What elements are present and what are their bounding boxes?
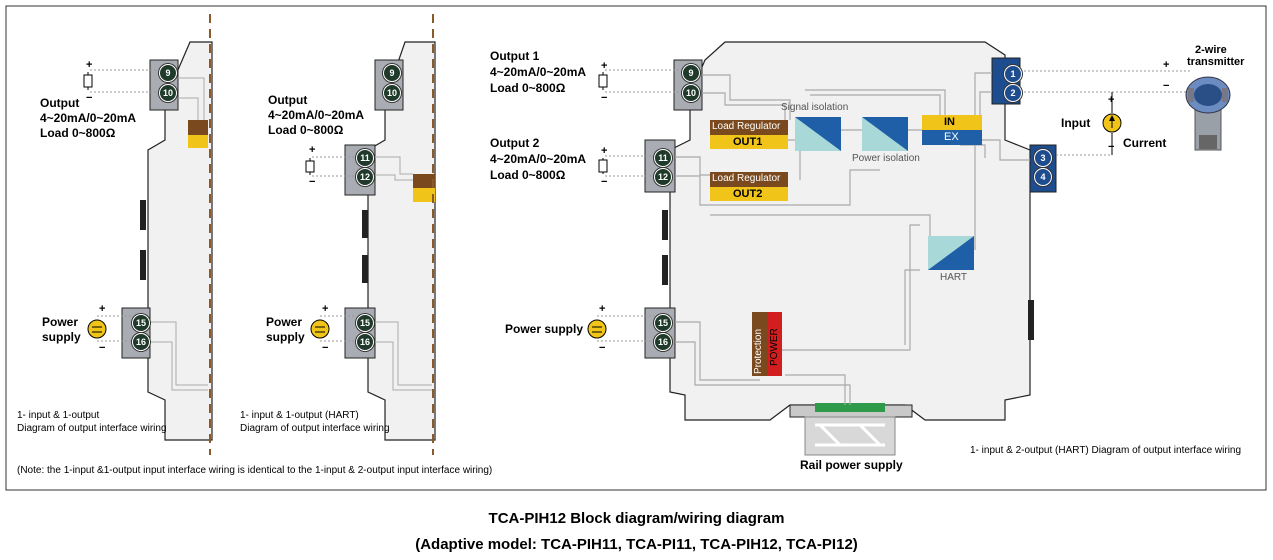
terminal-main-left-9: 9 (682, 64, 700, 82)
panel2-module (344, 41, 436, 441)
terminal-left2-10: 10 (383, 84, 401, 102)
hart-label: HART (940, 272, 968, 283)
output1-plus: + (601, 60, 608, 72)
terminal-main-left-10: 10 (682, 84, 700, 102)
footer-subtitle: (Adaptive model: TCA-PIH11, TCA-PI11, TC… (415, 536, 858, 553)
signal-isolation-block (795, 117, 841, 151)
terminal-main-left-11: 11 (654, 149, 672, 167)
panel2-wires (305, 156, 356, 342)
panel1-output-load: Load 0~800Ω (40, 126, 116, 140)
panel2-caption-line2: Diagram of output interface wiring (240, 423, 390, 434)
panel1-power-label: Power supply (42, 315, 81, 344)
load-regulator-1-label: Load Regulator (712, 121, 781, 132)
footer-title: TCA-PIH12 Block diagram/wiring diagram (488, 510, 785, 527)
terminal-main-left-12: 12 (654, 168, 672, 186)
terminal-main-right-4: 4 (1034, 168, 1052, 186)
panel2-caption-line1: 1- input & 1-output (HART) (240, 410, 359, 421)
output1-minus: − (601, 92, 608, 104)
panel2-output-load: Load 0~800Ω (268, 123, 344, 137)
main-power-minus: − (599, 342, 606, 354)
load-regulator-2-label: Load Regulator (712, 173, 781, 184)
terminal-main-right-1: 1 (1004, 65, 1022, 83)
terminal-left2-9: 9 (383, 64, 401, 82)
panel2-output-title: Output (268, 93, 308, 107)
panel1-wires (83, 69, 158, 342)
terminal-left2-11: 11 (356, 149, 374, 167)
terminal-left1-10: 10 (159, 84, 177, 102)
rail-power-label: Rail power supply (800, 458, 903, 472)
main-internal-wires (675, 72, 1030, 405)
panel2-power-label: Power supply (266, 315, 305, 344)
terminal-left1-16: 16 (132, 333, 150, 351)
input-plus: + (1108, 94, 1115, 106)
terminal-left2-15: 15 (356, 314, 374, 332)
transmitter-label-line2: transmitter (1187, 56, 1245, 68)
wiring-note: (Note: the 1-input &1-output input inter… (17, 465, 493, 476)
terminal-left1-15: 15 (132, 314, 150, 332)
terminal-left1-9: 9 (159, 64, 177, 82)
panel1-power-plus: + (99, 303, 106, 315)
panel1-caption-line1: 1- input & 1-output (17, 410, 100, 421)
panel2-plus: + (309, 144, 316, 156)
panel2-power-plus: + (322, 303, 329, 315)
terminal-left2-12: 12 (356, 168, 374, 186)
power-isolation-block (862, 117, 908, 151)
terminal-main-left-15: 15 (654, 314, 672, 332)
protection-label: Protection (753, 328, 764, 374)
terminal-main-right-2: 2 (1004, 84, 1022, 102)
panel1-caption-line2: Diagram of output interface wiring (17, 423, 167, 434)
transmitter-minus: − (1163, 80, 1170, 92)
main-caption: 1- input & 2-output (HART) Diagram of ou… (970, 445, 1242, 456)
panel1-output-title: Output (40, 96, 80, 110)
panel1-minus: − (86, 92, 93, 104)
output1-load: Load 0~800Ω (490, 81, 566, 95)
power-isolation-label: Power isolation (852, 153, 920, 164)
panel2-minus: − (309, 176, 316, 188)
power-block-label: POWER (769, 328, 780, 366)
ex-label: EX (944, 131, 959, 143)
in-ex-block (922, 115, 982, 145)
load-regulator-1 (710, 120, 788, 149)
load-regulator-2 (710, 172, 788, 201)
out2-label: OUT2 (733, 188, 763, 200)
out1-label: OUT1 (733, 136, 763, 148)
terminal-left2-16: 16 (356, 333, 374, 351)
output1-title: Output 1 (490, 49, 540, 63)
main-power-plus: + (599, 303, 606, 315)
panel1-output-range: 4~20mA/0~20mA (40, 111, 137, 125)
frame-border (5, 5, 1267, 491)
transmitter-plus: + (1163, 59, 1170, 71)
output2-range: 4~20mA/0~20mA (490, 152, 587, 166)
signal-isolation-label: Signal isolation (781, 102, 849, 113)
hart-block (928, 236, 974, 270)
panel2-output-range: 4~20mA/0~20mA (268, 108, 365, 122)
input-label: Input (1061, 116, 1091, 130)
output2-plus: + (601, 145, 608, 157)
main-power-label: Power supply (505, 322, 584, 336)
output2-title: Output 2 (490, 136, 540, 150)
output1-range: 4~20mA/0~20mA (490, 65, 587, 79)
input-minus: − (1108, 141, 1115, 153)
in-label: IN (944, 116, 955, 128)
main-external-wires (587, 69, 1190, 342)
transmitter-device (1185, 76, 1231, 151)
protection-power-block (752, 312, 782, 376)
panel1-power-minus: − (99, 342, 106, 354)
current-label: Current (1123, 136, 1167, 150)
output2-load: Load 0~800Ω (490, 168, 566, 182)
panel1-plus: + (86, 59, 93, 71)
transmitter-label-line1: 2-wire (1195, 44, 1227, 56)
panel2-power-minus: − (322, 342, 329, 354)
output2-minus: − (601, 176, 608, 188)
terminal-main-left-16: 16 (654, 333, 672, 351)
terminal-main-right-3: 3 (1034, 149, 1052, 167)
